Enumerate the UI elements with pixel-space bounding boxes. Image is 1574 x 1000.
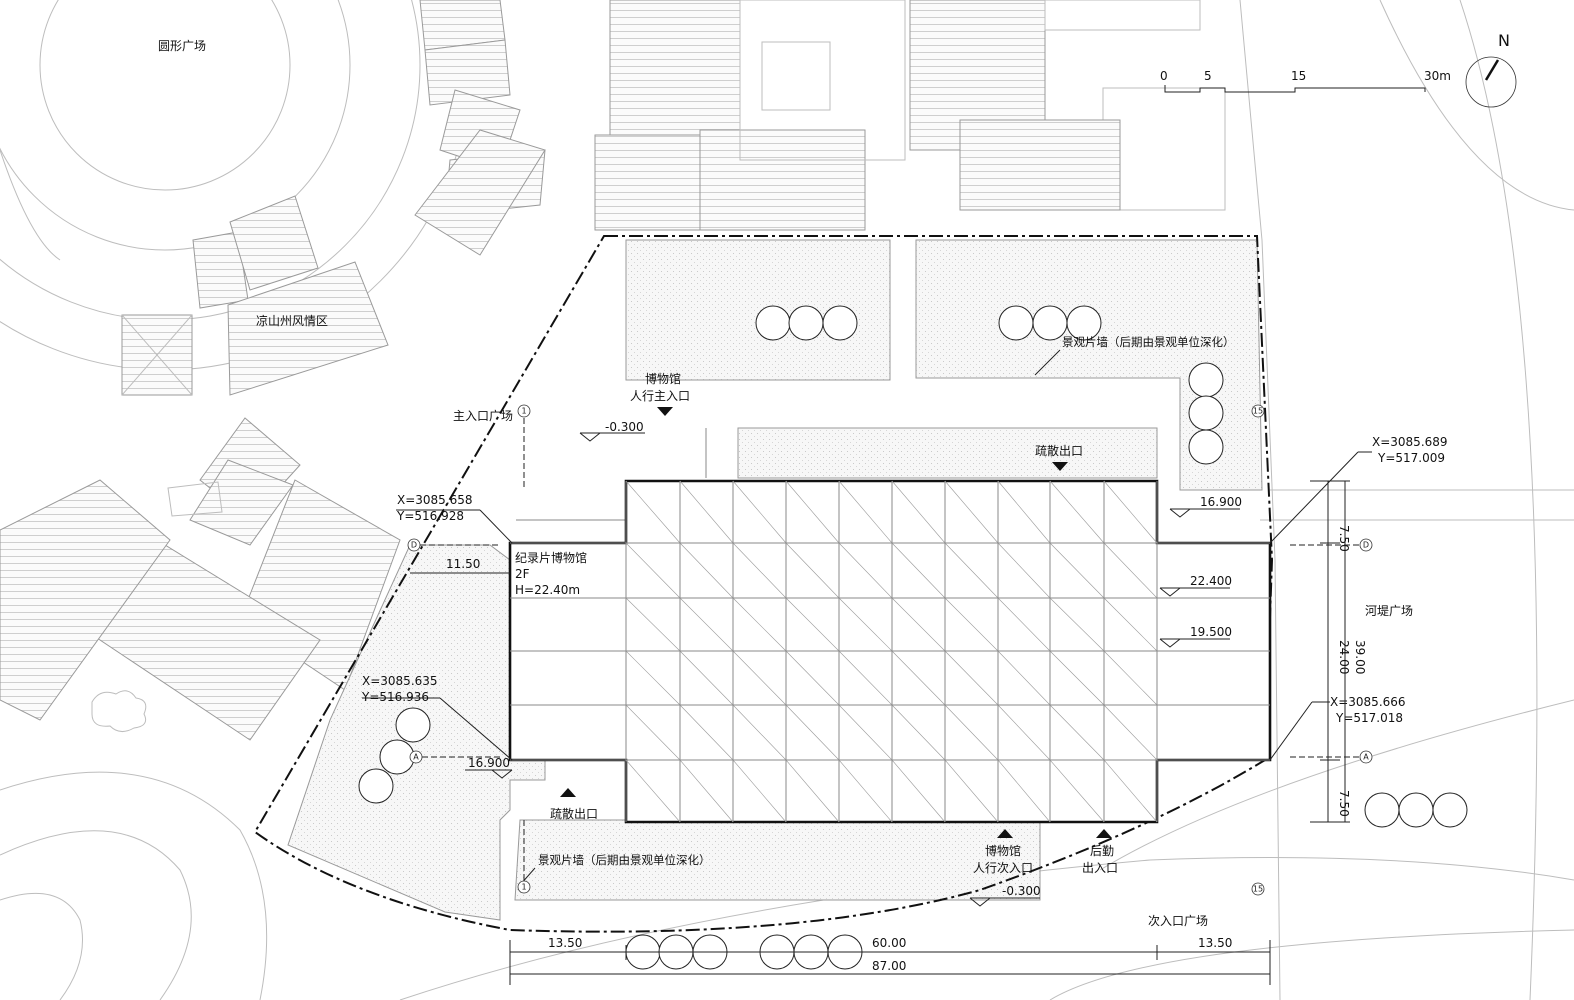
museum-building — [508, 479, 1272, 824]
trees — [358, 305, 1468, 970]
coord-ne-x: X=3085.689 — [1372, 435, 1448, 449]
axis-1-south — [517, 880, 531, 894]
coord-se-x: X=3085.666 — [1330, 695, 1406, 709]
elev-west-terrace: 16.900 — [468, 756, 510, 770]
dim-setback-west: 11.50 — [446, 557, 480, 571]
coordinate-leaders — [362, 451, 1372, 761]
elev-east-terrace: 16.900 — [1200, 495, 1242, 509]
coord-ne-y: Y=517.009 — [1377, 451, 1445, 465]
scale-label-5: 5 — [1204, 69, 1212, 83]
dim-south-left: 13.50 — [548, 936, 582, 950]
north-arrow-icon — [1465, 56, 1517, 108]
axis-a-east — [1359, 750, 1373, 764]
site-boundary — [253, 235, 1274, 933]
coord-sw-y: Y=516.936 — [361, 690, 429, 704]
elev-roof-top: 22.400 — [1190, 574, 1232, 588]
landscape-wall-note-north: 景观片墙（后期由景观单位深化） — [1062, 335, 1235, 349]
dim-east-total: 39.00 — [1353, 640, 1367, 674]
axis-a-east-label: A — [1363, 753, 1369, 762]
axis-a-west-label: A — [413, 753, 419, 762]
axis-a-west — [409, 750, 423, 764]
coord-nw-x: X=3085.658 — [397, 493, 473, 507]
elev-north-ground: -0.300 — [605, 420, 644, 434]
evac-exit-north: 疏散出口 — [1035, 443, 1083, 458]
main-entrance-line1: 博物馆 — [645, 371, 681, 386]
dim-east-bottom: 7.50 — [1337, 790, 1351, 817]
evac-south-arrow — [560, 788, 576, 797]
secondary-entrance-line1: 博物馆 — [985, 843, 1021, 858]
elevation-marks — [465, 432, 1240, 907]
dimension-lines — [410, 480, 1350, 985]
landscape-wall-note-south: 景观片墙（后期由景观单位深化） — [538, 853, 711, 867]
axis-1-north-label: 1 — [521, 407, 526, 416]
main-entry-plaza-label: 主入口广场 — [453, 409, 513, 423]
site-landscape — [287, 239, 1263, 921]
building-name: 纪录片博物馆 — [515, 550, 587, 565]
elev-south-ground: -0.300 — [1002, 884, 1041, 898]
secondary-entrance-arrow — [997, 829, 1013, 838]
west-buildings — [0, 417, 401, 741]
liangshan-roofs — [121, 0, 546, 396]
building-height: H=22.40m — [515, 583, 580, 597]
coord-nw-y: Y=516.928 — [396, 509, 464, 523]
scale-bar — [1164, 85, 1426, 93]
axis-d-east-label: D — [1363, 541, 1369, 550]
dim-south-right: 13.50 — [1198, 936, 1232, 950]
dim-south-middle: 60.00 — [872, 936, 906, 950]
scale-label-30m: 30m — [1424, 69, 1451, 83]
service-entrance-line2: 出入口 — [1082, 861, 1118, 875]
north-buildings — [594, 0, 1226, 231]
secondary-entrance-line2: 人行次入口 — [973, 861, 1033, 875]
axis-15-south-label: 15 — [1253, 885, 1263, 894]
secondary-entry-plaza-label: 次入口广场 — [1148, 914, 1208, 928]
north-label: N — [1498, 31, 1510, 50]
axis-15-south — [1251, 882, 1265, 896]
dim-east-top: 7.50 — [1337, 525, 1351, 552]
service-entrance-line1: 后勤 — [1090, 844, 1114, 858]
axis-d-east — [1359, 538, 1373, 552]
coord-se-y: Y=517.018 — [1335, 711, 1403, 725]
axis-d-west-label: D — [411, 541, 417, 550]
coord-sw-x: X=3085.635 — [362, 674, 438, 688]
axis-markers — [420, 418, 1360, 880]
axis-15-north-label: 15 — [1253, 407, 1263, 416]
scale-label-15: 15 — [1291, 69, 1306, 83]
elev-roof-second: 19.500 — [1190, 625, 1232, 639]
round-plaza-label: 圆形广场 — [158, 39, 206, 53]
building-floors: 2F — [515, 567, 530, 581]
river-edge — [1239, 0, 1574, 1000]
axis-d-west — [407, 538, 421, 552]
evac-exit-south: 疏散出口 — [550, 806, 598, 821]
axis-15-north — [1251, 404, 1265, 418]
dim-east-middle: 24.00 — [1337, 640, 1351, 674]
liangshan-area-label: 凉山州风情区 — [256, 313, 328, 328]
scale-label-0: 0 — [1160, 69, 1168, 83]
riverbank-plaza-label: 河堤广场 — [1365, 604, 1413, 618]
service-entrance-arrow — [1096, 829, 1112, 838]
axis-1-south-label: 1 — [521, 883, 526, 892]
main-entrance-line2: 人行主入口 — [630, 389, 690, 403]
evac-north-arrow — [1052, 462, 1068, 471]
dim-south-total: 87.00 — [872, 959, 906, 973]
main-entrance-arrow — [657, 407, 673, 416]
axis-1-north — [517, 404, 531, 418]
